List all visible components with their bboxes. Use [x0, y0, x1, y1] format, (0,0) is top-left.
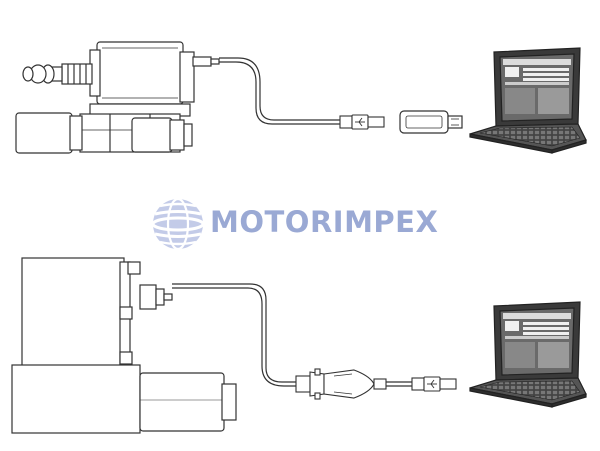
- laptop-bottom: [469, 301, 587, 408]
- usb-symbol-icon: [355, 117, 365, 127]
- usb-interface-stick: [399, 110, 463, 134]
- usb-symbol-icon: [427, 379, 437, 389]
- laptop-top: [469, 47, 587, 154]
- watermark: MOTORIMPEX: [150, 196, 460, 252]
- m12-connector: [22, 63, 93, 85]
- usb-cable-bottom: [386, 381, 412, 387]
- watermark-text: MOTORIMPEX: [210, 205, 439, 239]
- db9-to-usb-adapter: [295, 368, 387, 400]
- laptop-screen-top: [503, 59, 571, 114]
- usb-cable-top: [219, 57, 340, 125]
- valve-unit-bottom: [11, 257, 237, 434]
- laptop-screen-bottom: [503, 313, 571, 368]
- globe-icon: [151, 197, 205, 251]
- usb-plug-bottom: [411, 376, 457, 392]
- watermark-globe: [151, 197, 205, 251]
- valve-unit-top: [15, 41, 220, 154]
- serial-cable-bottom: [172, 283, 300, 387]
- usb-plug-top: [339, 114, 385, 130]
